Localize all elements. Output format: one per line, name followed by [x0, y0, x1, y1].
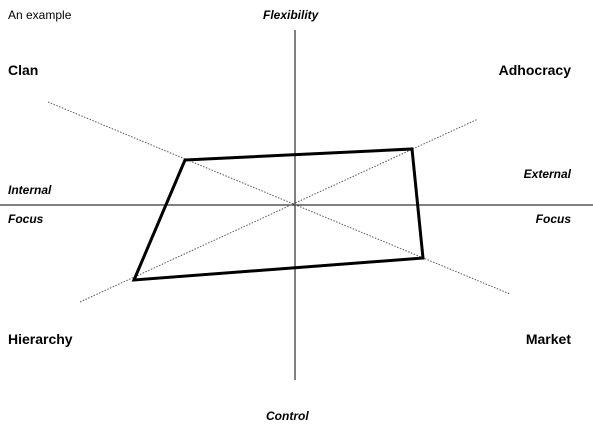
quadrant-label-clan: Clan [8, 62, 39, 78]
culture-profile-polygon [131, 147, 425, 282]
axis-label-control: Control [266, 409, 309, 423]
axis-label-external-focus: Focus [535, 212, 571, 226]
axis-label-external: External [523, 167, 571, 181]
quadrant-label-market: Market [525, 331, 571, 347]
quadrant-label-adhocracy: Adhocracy [498, 62, 571, 78]
quadrant-label-hierarchy: Hierarchy [8, 331, 73, 347]
axis-label-internal-focus: Focus [8, 212, 44, 226]
axis-label-internal: Internal [8, 183, 52, 197]
diagram-caption: An example [8, 8, 72, 22]
diagonal-clan-market [47, 101, 511, 295]
axis-label-flexibility: Flexibility [263, 8, 319, 22]
diagonal-hierarchy-adhocracy [79, 118, 479, 303]
